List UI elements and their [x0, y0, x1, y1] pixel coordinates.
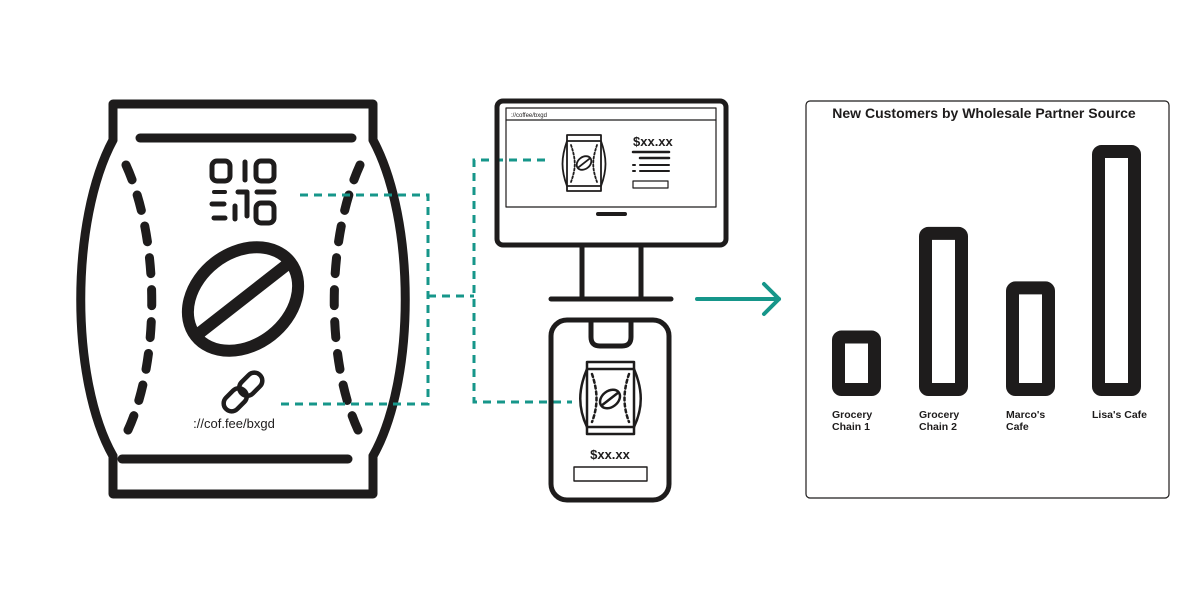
- monitor-product-bag-icon: [561, 134, 607, 192]
- bar-chart: New Customers by Wholesale Partner Sourc…: [805, 100, 1170, 499]
- bar-0: [832, 330, 881, 396]
- bag-short-url: ://cof.fee/bxgd: [193, 416, 275, 431]
- qr-scan-connectors: [275, 158, 572, 406]
- arrow-right-icon: [695, 282, 781, 316]
- bar-3: [1092, 145, 1141, 396]
- coffee-bean-icon: [181, 241, 305, 357]
- monitor-address-bar: ://coffee/bxgd: [511, 113, 547, 119]
- chart-bars: [832, 145, 1141, 397]
- phone-price: $xx.xx: [590, 447, 631, 462]
- bar-2: [1006, 281, 1055, 397]
- coffee-bag: [76, 99, 410, 499]
- chart-frame: [805, 100, 1170, 499]
- phone-product-bag-icon: [579, 360, 642, 436]
- qr-code-icon: [209, 158, 277, 226]
- chart-title: New Customers by Wholesale Partner Sourc…: [832, 105, 1136, 121]
- link-icon: [221, 370, 265, 414]
- monitor-price: $xx.xx: [633, 134, 674, 149]
- desktop-monitor: [494, 98, 729, 302]
- x-tick-label-3: Lisa's Cafe: [1092, 409, 1147, 421]
- mobile-phone: [548, 317, 672, 503]
- bar-1: [919, 226, 968, 396]
